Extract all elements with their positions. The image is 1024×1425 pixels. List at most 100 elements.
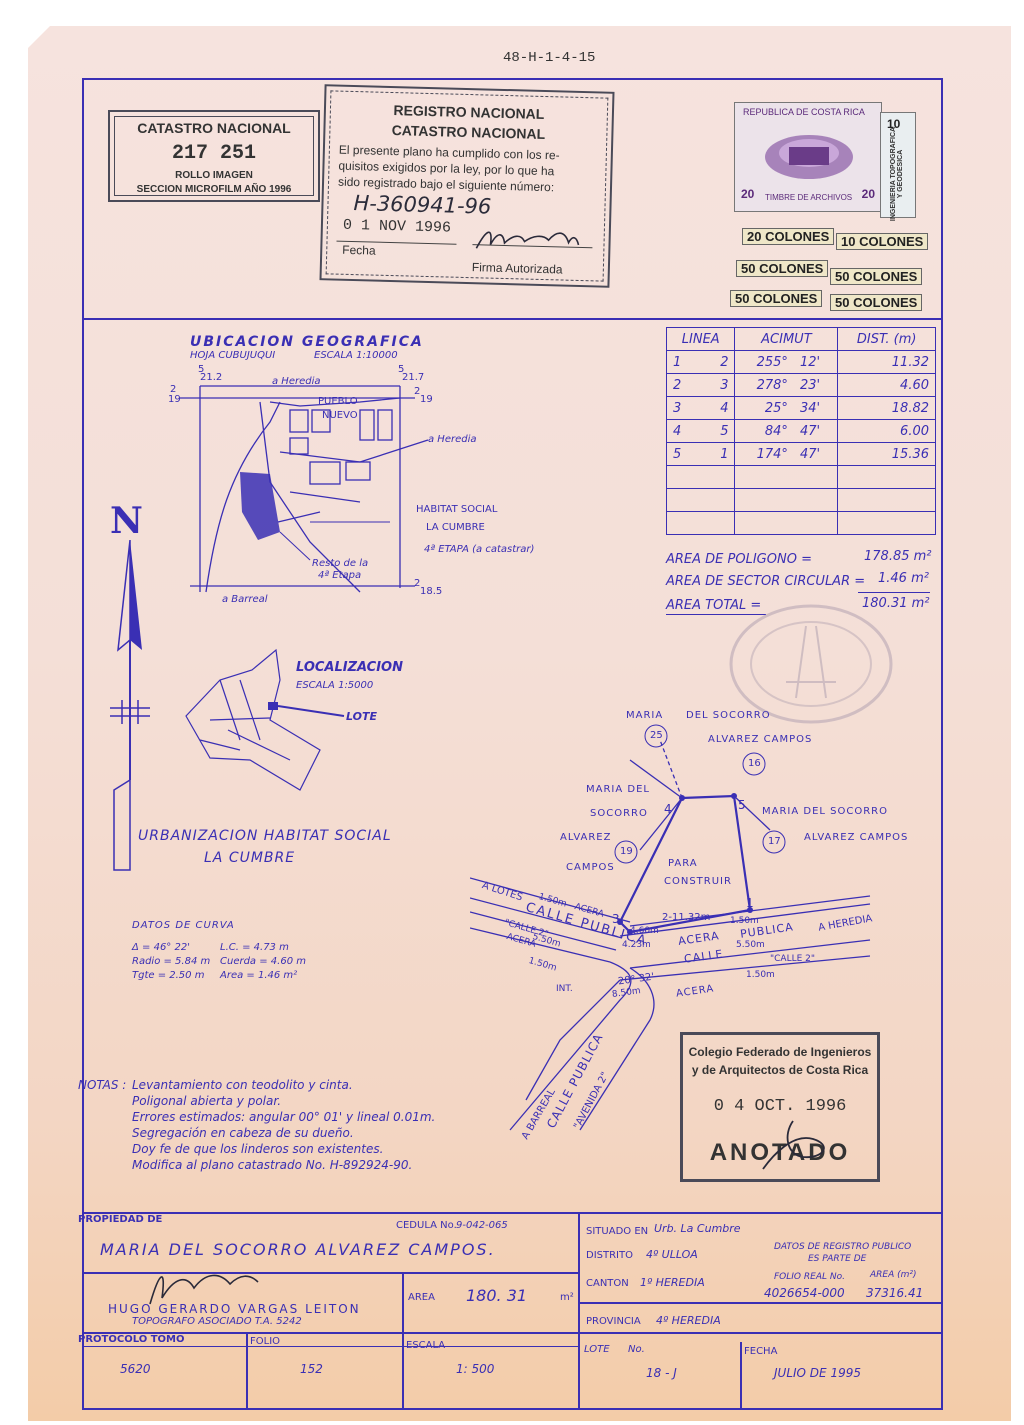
- footer-cedula-label: CEDULA No.: [396, 1220, 457, 1231]
- colegio-date: 0 4 OCT. 1996: [713, 1097, 847, 1116]
- area-sum-line: [858, 592, 930, 593]
- coord-5b: 18.5: [420, 586, 443, 597]
- footer-line-1: [82, 1272, 580, 1274]
- catastro-line2: SECCION MICROFILM AÑO 1996: [136, 184, 292, 195]
- row-from: 5: [665, 442, 701, 466]
- footer-registro-b: ES PARTE DE: [808, 1254, 867, 1264]
- colegio-line-2: y de Arquitectos de Costa Rica: [691, 1063, 869, 1077]
- registro-firma-label: Firma Autorizada: [471, 260, 563, 277]
- plan-lot-19: 19: [620, 846, 633, 857]
- embossed-seal: [729, 604, 893, 724]
- table-row: 2 3 278° 23' 4.60: [665, 373, 936, 397]
- catastro-number: 217 251: [171, 142, 256, 165]
- plan-construir: CONSTRUIR: [664, 876, 732, 887]
- ubicacion-pueblo: PUEBLO: [318, 396, 358, 407]
- table-row-empty: [665, 465, 936, 489]
- colegio-status: ANOTADO: [709, 1139, 851, 1166]
- ubicacion-resto-1: Resto de la: [312, 558, 369, 569]
- plan-left-c: ALVAREZ: [560, 832, 612, 843]
- plan-owner-top-b: DEL SOCORRO: [686, 710, 771, 721]
- footer-vline-area: [402, 1272, 404, 1332]
- urbanizacion-line-1: URBANIZACION HABITAT SOCIAL: [138, 828, 392, 844]
- building-icon: [765, 135, 853, 179]
- plan-left-b: SOCORRO: [590, 808, 648, 819]
- registro-signature-icon: [475, 231, 580, 249]
- row-to: 4: [700, 396, 736, 420]
- row-distance: 18.82: [837, 396, 936, 420]
- plan-lot-17: 17: [768, 836, 781, 847]
- catastro-title: CATASTRO NACIONAL: [137, 120, 291, 136]
- row-degrees: 174°: [734, 442, 794, 466]
- row-distance: 15.36: [837, 442, 936, 466]
- row-to: 1: [700, 442, 736, 466]
- plan-calle-2b: "CALLE 2": [770, 954, 816, 964]
- plan-para: PARA: [668, 858, 698, 869]
- ubicacion-heredia-1: a Heredia: [272, 376, 321, 387]
- coord-5: 2: [414, 578, 421, 589]
- ubicacion-resto-2: 4ª Etapa: [318, 570, 362, 581]
- footer-vline-folio: [246, 1332, 248, 1410]
- plan-dist-150d: 1.50m: [746, 970, 775, 980]
- localizacion-escala: ESCALA 1:5000: [296, 680, 374, 691]
- nota-1: Levantamiento con teodolito y cinta.: [132, 1078, 353, 1092]
- plan-dist-460: 4.60m: [630, 926, 659, 936]
- coord-3: 2: [170, 384, 177, 395]
- plan-owner-top-c: ALVAREZ CAMPOS: [708, 734, 813, 745]
- footer-distrito: 4º ULLOA: [646, 1248, 698, 1261]
- footer-area-label: AREA: [408, 1292, 435, 1303]
- coord-4: 2: [414, 386, 421, 397]
- nota-2: Poligonal abierta y polar.: [132, 1094, 282, 1108]
- footer-vline-escala: [402, 1332, 404, 1410]
- plan-left-a: MARIA DEL: [586, 784, 650, 795]
- row-to: 2: [700, 350, 736, 374]
- plan-point-3: 3: [612, 912, 620, 926]
- timbre-value-left: 20: [741, 187, 755, 201]
- ubicacion-hoja: HOJA CUBUJUQUI: [190, 350, 276, 361]
- area-poligono-label: AREA DE POLIGONO =: [666, 552, 812, 567]
- curva-area: Area = 1.46 m²: [220, 970, 298, 981]
- table-row: 5 1 174° 47' 15.36: [665, 442, 936, 466]
- footer-distrito-label: DISTRITO: [586, 1250, 633, 1261]
- table-row-empty: [665, 511, 936, 535]
- footer-registro-a: DATOS DE REGISTRO PUBLICO: [774, 1242, 912, 1252]
- plan-int: INT.: [556, 984, 573, 994]
- area-sector: 1.46 m²: [878, 571, 929, 586]
- plan-dist-150c: 1.50m: [730, 916, 759, 926]
- footer-topografo-title: TOPOGRAFO ASOCIADO T.A. 5242: [132, 1316, 302, 1327]
- row-from: 2: [665, 373, 701, 397]
- plan-lot-25: 25: [650, 730, 663, 741]
- plan-right-a: MARIA DEL SOCORRO: [762, 806, 888, 817]
- footer-provincia: 4º HEREDIA: [656, 1314, 721, 1327]
- footer-situado-label: SITUADO EN: [586, 1226, 649, 1237]
- ubicacion-cumbre: LA CUMBRE: [426, 522, 485, 533]
- row-to: 3: [700, 373, 736, 397]
- timbre-value-right: 20: [861, 187, 875, 201]
- localizacion-map: [185, 648, 345, 791]
- plan-lot-16: 16: [748, 758, 761, 769]
- footer-fecha: JULIO DE 1995: [774, 1366, 861, 1380]
- row-degrees: 25°: [734, 396, 794, 420]
- nota-4: Segregación en cabeza de su dueño.: [132, 1126, 354, 1140]
- ubicacion-nuevo: NUEVO: [322, 410, 358, 421]
- ubicacion-etapa: 4ª ETAPA (a catastrar): [424, 544, 535, 555]
- curva-radio: Radio = 5.84 m: [132, 956, 211, 967]
- nota-3: Errores estimados: angular 00° 01' y lin…: [132, 1110, 436, 1124]
- plan-point-1: 1: [746, 896, 754, 910]
- timbre-header: REPUBLICA DE COSTA RICA: [743, 107, 865, 117]
- footer-cedula: 9-042-065: [456, 1220, 508, 1231]
- row-from: 1: [665, 350, 701, 374]
- topografo-signature-icon: [149, 1274, 259, 1305]
- localizacion-title: LOCALIZACION: [296, 660, 403, 675]
- footer-canton: 1º HEREDIA: [640, 1276, 705, 1289]
- header-divider: [82, 318, 943, 320]
- header-linea: LINEA: [665, 327, 736, 351]
- registro-fecha-label: Fecha: [342, 242, 376, 258]
- area-total-underline: [666, 614, 766, 615]
- plan-right-b: ALVAREZ CAMPOS: [804, 832, 909, 843]
- footer-topografo: HUGO GERARDO VARGAS LEITON: [108, 1302, 361, 1316]
- curva-cuerda: Cuerda = 4.60 m: [220, 956, 306, 967]
- row-distance: 4.60: [837, 373, 936, 397]
- footer-folio-label: FOLIO: [250, 1336, 281, 1347]
- curva-title: DATOS DE CURVA: [132, 920, 235, 931]
- north-arrow-icon: [110, 540, 150, 871]
